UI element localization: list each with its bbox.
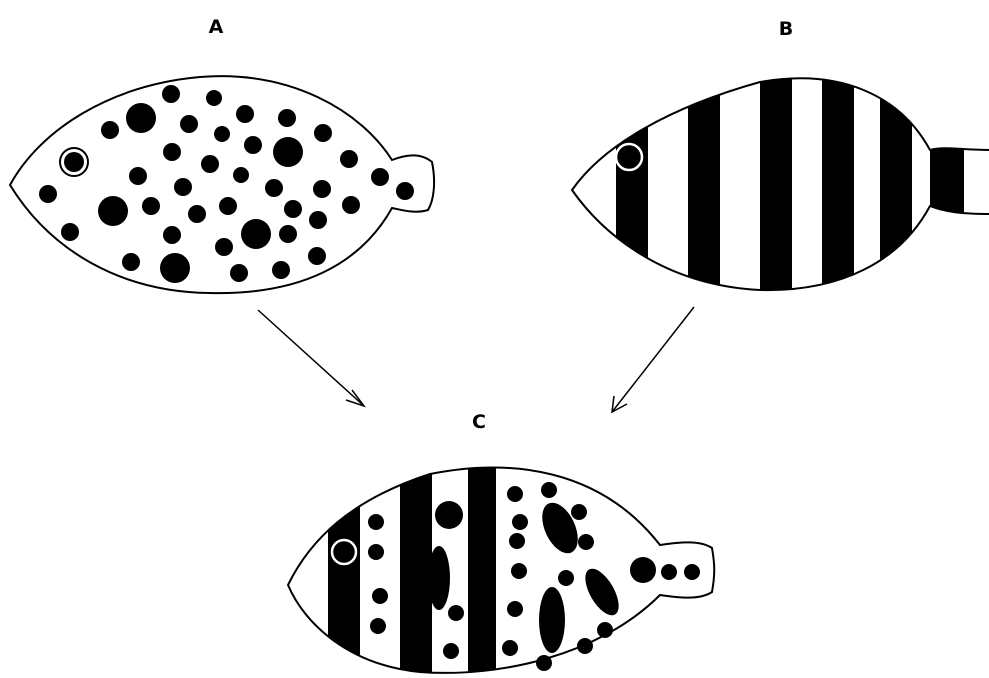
spot: [684, 564, 700, 580]
spot: [174, 178, 192, 196]
spot: [163, 143, 181, 161]
fish-a-body: [10, 76, 434, 293]
spot: [372, 588, 388, 604]
label-b: B: [779, 18, 793, 40]
spot: [340, 150, 358, 168]
spot: [507, 486, 523, 502]
spot: [342, 196, 360, 214]
spot: [396, 182, 414, 200]
spot: [188, 205, 206, 223]
spot: [215, 238, 233, 256]
label-a: A: [209, 16, 224, 38]
spot: [368, 514, 384, 530]
spot: [368, 544, 384, 560]
spot: [435, 501, 463, 529]
spot: [511, 563, 527, 579]
spot: [630, 557, 656, 583]
fish-a-eye: [60, 148, 88, 176]
spot: [597, 622, 613, 638]
spot: [273, 137, 303, 167]
spot: [233, 167, 249, 183]
spot: [162, 85, 180, 103]
spot: [309, 211, 327, 229]
spot: [284, 200, 302, 218]
fish-c-stripes: [328, 460, 496, 678]
spot: [558, 570, 574, 586]
spot: [509, 533, 525, 549]
spot: [129, 167, 147, 185]
spot: [578, 534, 594, 550]
spot: [541, 482, 557, 498]
spot: [244, 136, 262, 154]
label-c: C: [472, 411, 486, 433]
spot: [230, 264, 248, 282]
spot: [661, 564, 677, 580]
spot: [98, 196, 128, 226]
spot: [122, 253, 140, 271]
fish-c: [288, 460, 714, 678]
spot: [265, 179, 283, 197]
spot: [219, 197, 237, 215]
spot: [371, 168, 389, 186]
spot: [272, 261, 290, 279]
arrow-a-to-c: [258, 310, 364, 406]
spot: [512, 514, 528, 530]
spot: [201, 155, 219, 173]
spot: [313, 180, 331, 198]
spot: [180, 115, 198, 133]
spot: [236, 105, 254, 123]
spot: [214, 126, 230, 142]
spot: [577, 638, 593, 654]
spot: [507, 601, 523, 617]
spot: [443, 643, 459, 659]
spot: [278, 109, 296, 127]
spot: [241, 219, 271, 249]
spot: [61, 223, 79, 241]
spot: [502, 640, 518, 656]
spot: [206, 90, 222, 106]
spot: [126, 103, 156, 133]
spot: [160, 253, 190, 283]
spot: [308, 247, 326, 265]
spot: [370, 618, 386, 634]
fish-a: [10, 76, 434, 293]
spot: [101, 121, 119, 139]
spot: [142, 197, 160, 215]
spot: [39, 185, 57, 203]
fish-b: [572, 60, 989, 310]
spot: [314, 124, 332, 142]
arrow-b-to-c: [612, 307, 694, 412]
spot: [571, 504, 587, 520]
spot: [279, 225, 297, 243]
spot: [536, 655, 552, 671]
spot: [448, 605, 464, 621]
spot: [163, 226, 181, 244]
